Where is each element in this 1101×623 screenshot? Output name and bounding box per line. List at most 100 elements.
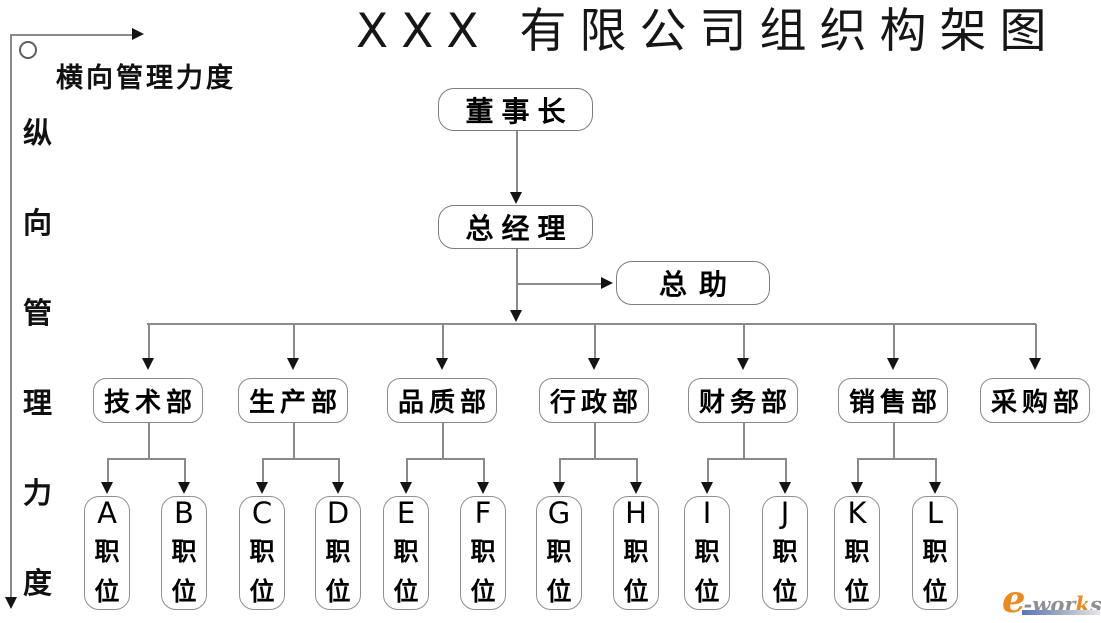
- connector-line: [559, 458, 636, 460]
- page-title: XXX 有限公司组织构架图: [356, 4, 1060, 59]
- position-char: 位: [470, 577, 496, 606]
- arrow-down-icon: [553, 482, 565, 494]
- position-char: 位: [623, 577, 649, 606]
- arrow-down-icon: [779, 482, 791, 494]
- arrow-down-icon: [332, 482, 344, 494]
- connector-line: [893, 423, 895, 458]
- connector-line: [594, 423, 596, 458]
- connector-gm-assistant: [517, 283, 601, 285]
- arrow-down-icon: [929, 482, 941, 494]
- connector-line: [785, 458, 787, 482]
- connector-line: [707, 458, 785, 460]
- position-letter: H: [625, 496, 647, 530]
- arrow-chairman-gm-icon: [510, 192, 522, 204]
- arrow-down-icon: [142, 358, 154, 370]
- position-box-e: E 职 位: [383, 496, 429, 610]
- connector-line: [262, 458, 264, 482]
- dept-box-production: 生产部: [238, 378, 348, 423]
- arrow-down-icon: [436, 358, 448, 370]
- position-letter: F: [474, 496, 492, 530]
- arrow-down-icon: [701, 482, 713, 494]
- position-char: 位: [325, 577, 351, 606]
- position-char: 位: [94, 577, 120, 606]
- position-char: 位: [171, 577, 197, 606]
- connector-line: [743, 423, 745, 458]
- connector-line: [1035, 324, 1037, 358]
- eworks-logo-rest: s: [1089, 592, 1101, 617]
- arrow-gm-assistant-icon: [601, 277, 613, 289]
- connector-line: [636, 458, 638, 482]
- arrow-down-icon: [101, 482, 113, 494]
- horizontal-axis-line: [11, 34, 132, 36]
- arrow-down-icon: [588, 358, 600, 370]
- node-general-manager: 总经理: [438, 205, 593, 249]
- position-box-a: A 职 位: [84, 496, 130, 610]
- position-letter: L: [926, 496, 944, 530]
- position-char: 位: [772, 577, 798, 606]
- position-box-g: G 职 位: [536, 496, 582, 610]
- position-char: 位: [546, 577, 572, 606]
- position-box-c: C 职 位: [239, 496, 285, 610]
- position-letter: C: [251, 496, 273, 530]
- connector-line: [107, 458, 184, 460]
- arrow-down-icon: [400, 482, 412, 494]
- dept-box-administration: 行政部: [539, 378, 649, 423]
- connector-line: [594, 324, 596, 358]
- position-letter: J: [780, 496, 790, 530]
- connector-line: [293, 324, 295, 358]
- horizontal-axis-arrow-icon: [132, 28, 144, 40]
- connector-line: [406, 458, 483, 460]
- connector-line: [483, 458, 485, 482]
- vertical-axis-char: 理: [23, 386, 53, 420]
- arrow-gm-departments-icon: [510, 310, 522, 322]
- position-letter: B: [174, 496, 194, 530]
- position-letter: D: [326, 496, 350, 530]
- vertical-axis-char: 力: [23, 476, 53, 510]
- dept-box-purchasing: 采购部: [980, 378, 1090, 423]
- connector-line: [743, 324, 745, 358]
- connector-line: [935, 458, 937, 482]
- position-char: 职: [922, 537, 948, 566]
- arrow-down-icon: [630, 482, 642, 494]
- arrow-down-icon: [178, 482, 190, 494]
- position-char: 职: [325, 537, 351, 566]
- horizontal-axis-label: 横向管理力度: [56, 63, 236, 94]
- dept-box-technology: 技术部: [93, 378, 203, 423]
- connector-line: [559, 458, 561, 482]
- connector-line: [148, 324, 150, 358]
- position-letter: K: [847, 496, 867, 530]
- position-box-l: L 职 位: [912, 496, 958, 610]
- connector-line: [442, 324, 444, 358]
- vertical-axis-char: 管: [23, 296, 53, 330]
- position-char: 位: [393, 577, 419, 606]
- position-char: 职: [623, 537, 649, 566]
- arrow-down-icon: [737, 358, 749, 370]
- node-chairman: 董事长: [438, 88, 593, 131]
- arrow-down-icon: [256, 482, 268, 494]
- position-char: 职: [844, 537, 870, 566]
- position-char: 职: [694, 537, 720, 566]
- position-char: 位: [844, 577, 870, 606]
- position-char: 职: [470, 537, 496, 566]
- position-char: 职: [249, 537, 275, 566]
- connector-gm-departments: [516, 249, 518, 310]
- position-box-b: B 职 位: [161, 496, 207, 610]
- position-letter: E: [396, 496, 416, 530]
- connector-line: [293, 423, 295, 458]
- connector-line: [148, 423, 150, 458]
- position-letter: G: [547, 496, 571, 530]
- vertical-axis-char: 纵: [23, 116, 53, 150]
- node-assistant: 总助: [616, 261, 770, 305]
- connector-line: [707, 458, 709, 482]
- connector-line: [857, 458, 935, 460]
- position-char: 位: [694, 577, 720, 606]
- eworks-logo-e: e: [1002, 577, 1026, 621]
- arrow-down-icon: [477, 482, 489, 494]
- position-box-d: D 职 位: [315, 496, 361, 610]
- vertical-axis-char: 度: [23, 566, 53, 600]
- connector-line: [857, 458, 859, 482]
- position-box-h: H 职 位: [613, 496, 659, 610]
- position-char: 职: [772, 537, 798, 566]
- arrow-down-icon: [851, 482, 863, 494]
